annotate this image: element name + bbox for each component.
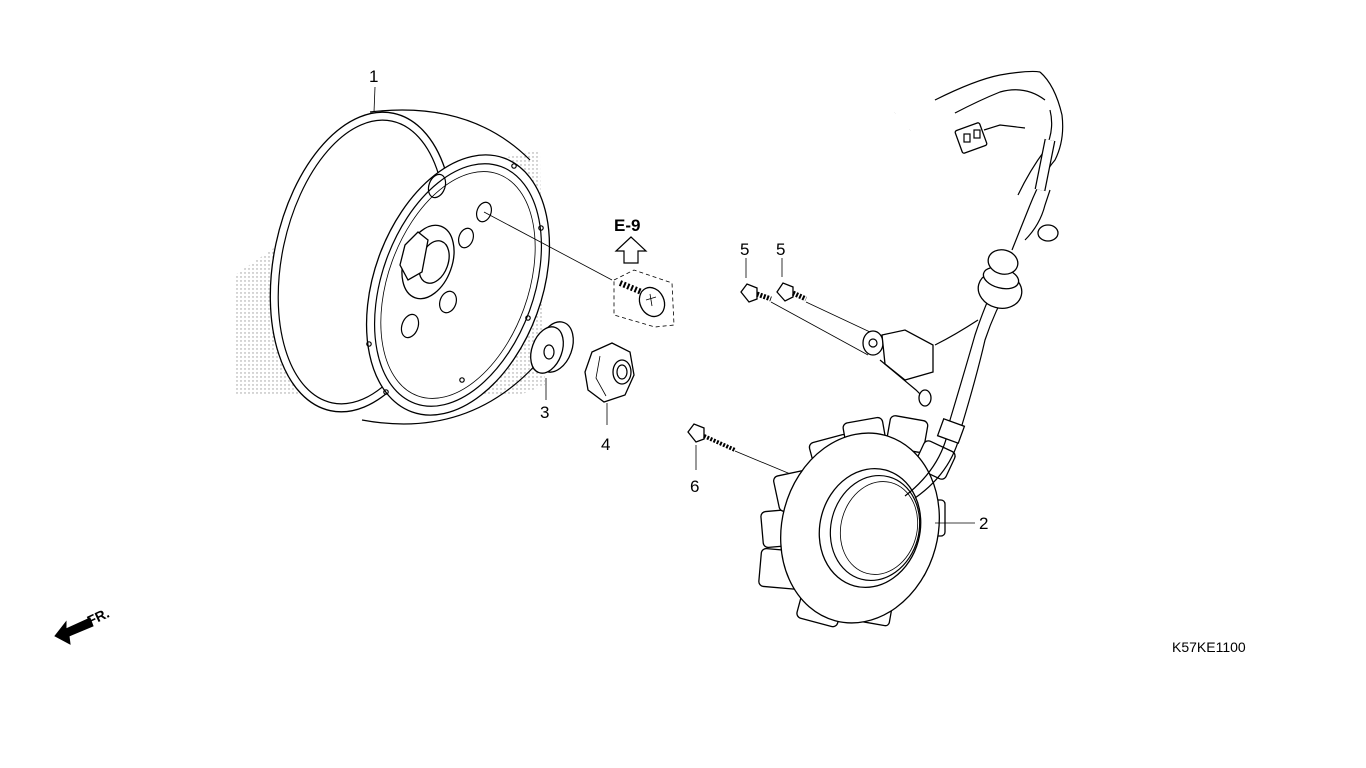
front-direction-arrow: FR. xyxy=(54,605,112,645)
callout-6: 6 xyxy=(690,477,699,496)
diagram-reference-code: K57KE1100 xyxy=(1172,639,1246,655)
flywheel-nut xyxy=(584,342,635,403)
washer xyxy=(530,321,574,374)
up-arrow-icon xyxy=(614,236,648,264)
pulse-generator xyxy=(862,329,934,407)
wire-harness xyxy=(894,70,1064,499)
leader-5b-ext xyxy=(805,301,871,333)
callout-4: 4 xyxy=(601,435,610,454)
bolt-6 xyxy=(687,423,736,452)
section-ref-label: E-9 xyxy=(614,216,640,235)
callout-3: 3 xyxy=(540,403,549,422)
stator xyxy=(758,415,956,628)
callout-5a: 5 xyxy=(740,240,749,259)
bolt-5b xyxy=(776,282,808,302)
callout-5b: 5 xyxy=(776,240,785,259)
leader-5a-ext xyxy=(770,301,869,356)
flywheel xyxy=(235,109,551,425)
section-reference: E-9 xyxy=(613,216,675,328)
screw-icon xyxy=(618,280,666,318)
callout-1: 1 xyxy=(369,67,378,86)
bolt-5a xyxy=(740,283,772,303)
leader-1 xyxy=(373,86,376,113)
callout-2: 2 xyxy=(979,514,988,533)
leader-e9 xyxy=(483,211,613,281)
front-marker-label: FR. xyxy=(85,605,112,629)
